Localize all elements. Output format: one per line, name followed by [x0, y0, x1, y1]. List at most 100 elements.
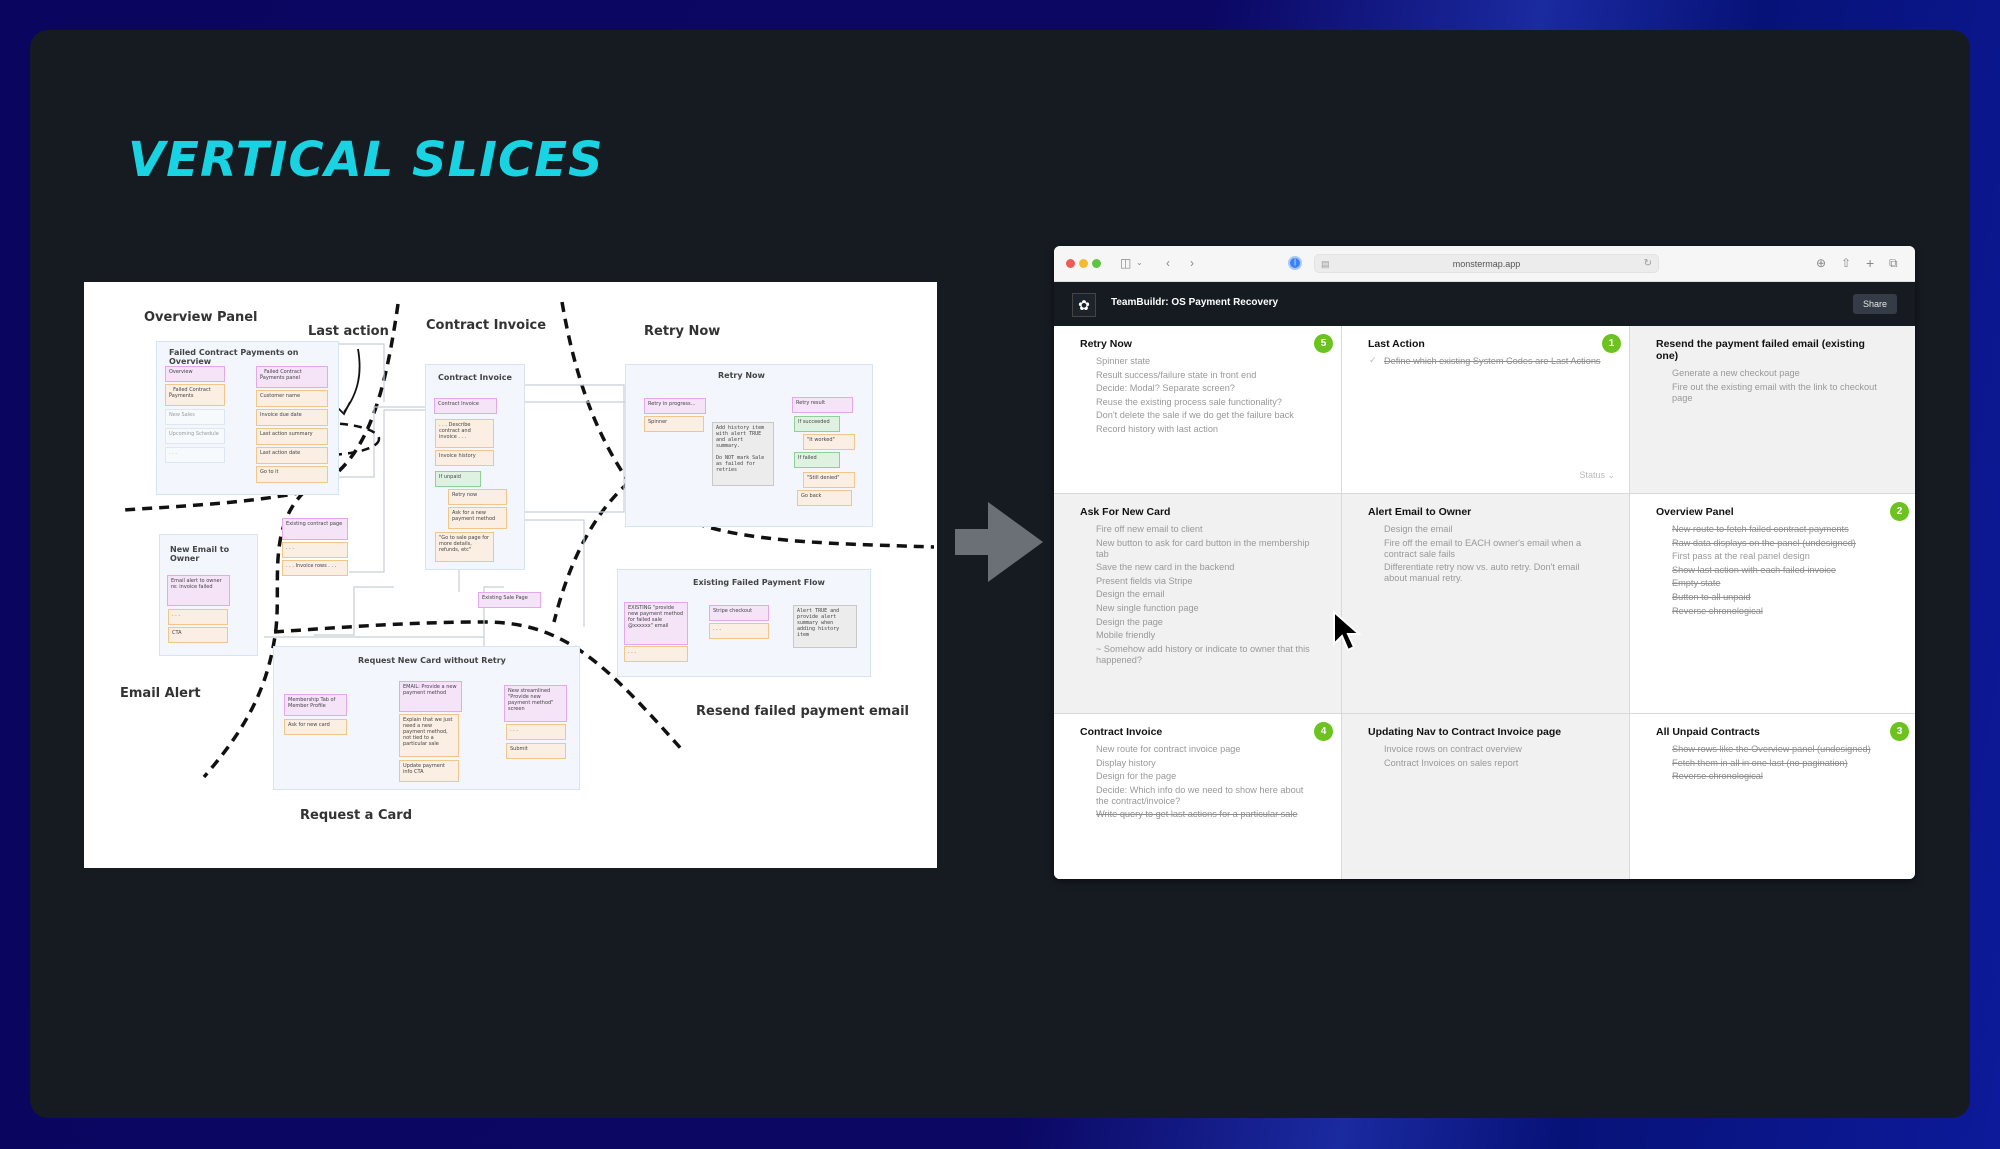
task-item[interactable]: Reverse chronological: [1672, 771, 1891, 782]
maximize-window-button[interactable]: [1092, 259, 1101, 268]
task-text: First pass at the real panel design: [1672, 551, 1810, 562]
download-icon[interactable]: ⊕: [1816, 256, 1827, 270]
share-icon[interactable]: ⇧: [1841, 256, 1852, 270]
task-item[interactable]: Reuse the existing process sale function…: [1096, 397, 1315, 408]
note: Existing Sale Page: [478, 592, 541, 608]
order-badge: 4: [1314, 722, 1333, 741]
task-text: Button to all unpaid: [1672, 591, 1751, 602]
task-item[interactable]: Empty state: [1672, 578, 1891, 589]
task-item[interactable]: Record history with last action: [1096, 424, 1315, 435]
task-text: Design the email: [1096, 589, 1165, 600]
task-item[interactable]: Design the email: [1096, 589, 1315, 600]
reload-icon[interactable]: ↻: [1643, 258, 1652, 269]
note: Overview: [165, 366, 225, 382]
task-item[interactable]: Design for the page: [1096, 771, 1315, 782]
address-bar[interactable]: ▤ monstermap.app ↻: [1314, 254, 1659, 273]
frame-title: Request New Card without Retry: [358, 656, 506, 665]
task-item[interactable]: Spinner state: [1096, 356, 1315, 367]
task-item[interactable]: ✓Define which existing System Codes are …: [1369, 355, 1603, 367]
task-item[interactable]: First pass at the real panel design: [1672, 551, 1891, 562]
order-badge: 1: [1602, 334, 1621, 353]
task-item[interactable]: Invoice rows on contract overview: [1384, 744, 1603, 755]
divider-resend: [552, 480, 631, 623]
task-text: Decide: Which info do we need to show he…: [1096, 784, 1304, 806]
task-item[interactable]: Present fields via Stripe: [1096, 576, 1315, 587]
task-item[interactable]: Mobile friendly: [1096, 630, 1315, 641]
card-title: Resend the payment failed email (existin…: [1656, 338, 1865, 362]
task-text: Show last action with each failed invoic…: [1672, 564, 1836, 575]
back-icon[interactable]: ‹: [1166, 256, 1170, 270]
task-text: Don't delete the sale if we do get the f…: [1096, 410, 1294, 421]
task-text: ~ Somehow add history or indicate to own…: [1096, 643, 1310, 665]
task-item[interactable]: Design the email: [1384, 524, 1603, 535]
task-item[interactable]: Show last action with each failed invoic…: [1672, 565, 1891, 576]
task-item[interactable]: Display history: [1096, 758, 1315, 769]
new-tab-icon[interactable]: +: [1866, 255, 1875, 271]
card-title: Ask For New Card: [1080, 506, 1171, 518]
task-item[interactable]: Raw data displays on the panel (undesign…: [1672, 538, 1891, 549]
task-item[interactable]: Contract Invoices on sales report: [1384, 758, 1603, 769]
chevron-down-icon: ⌄: [1604, 470, 1615, 480]
note: Go back: [797, 490, 852, 506]
task-item[interactable]: New route for contract invoice page: [1096, 744, 1315, 755]
note: _ Failed Contract Payments panel: [256, 366, 328, 388]
note: Last action summary: [256, 428, 328, 445]
sidebar-toggle-icon[interactable]: ◫: [1120, 256, 1132, 270]
task-text: Fire off new email to client: [1096, 524, 1203, 534]
task-item[interactable]: ~ Somehow add history or indicate to own…: [1096, 644, 1315, 666]
task-item[interactable]: Save the new card in the backend: [1096, 562, 1315, 573]
status-label: Status: [1579, 470, 1605, 480]
task-item[interactable]: Fetch them in all in one last (no pagina…: [1672, 758, 1891, 769]
arrow-right-icon: [955, 502, 1043, 582]
task-item[interactable]: Design the page: [1096, 617, 1315, 628]
note: Retry result: [792, 397, 853, 413]
note: Email alert to owner re: invoice failed: [167, 575, 230, 606]
task-item[interactable]: Reverse chronological: [1672, 606, 1891, 617]
task-item[interactable]: Show rows like the Overview panel (undes…: [1672, 744, 1891, 755]
task-item[interactable]: Result success/failure state in front en…: [1096, 370, 1315, 381]
note: Ask for a new payment method: [448, 507, 507, 529]
task-text: Empty state: [1672, 578, 1721, 589]
task-item[interactable]: Button to all unpaid: [1672, 592, 1891, 603]
task-item[interactable]: Don't delete the sale if we do get the f…: [1096, 410, 1315, 421]
page-icon: ▤: [1321, 259, 1330, 269]
slice-card[interactable]: Resend the payment failed email (existin…: [1630, 326, 1915, 493]
chevron-down-icon[interactable]: ⌄: [1136, 258, 1143, 267]
status-dropdown[interactable]: Status ⌄: [1579, 470, 1615, 481]
close-window-button[interactable]: [1066, 259, 1075, 268]
tab-overview-icon[interactable]: ⧉: [1889, 256, 1898, 270]
forward-icon[interactable]: ›: [1190, 256, 1194, 270]
minimize-window-button[interactable]: [1079, 259, 1088, 268]
mouse-cursor-icon: [1333, 610, 1362, 652]
note: If failed: [794, 452, 840, 468]
note: _ Failed Contract Payments: [165, 384, 225, 406]
task-item[interactable]: Decide: Modal? Separate screen?: [1096, 383, 1315, 394]
task-item[interactable]: Write query to get last actions for a pa…: [1096, 809, 1315, 820]
card-title: Last Action: [1368, 338, 1425, 350]
slice-card[interactable]: Last Action 1 ✓Define which existing Syste…: [1342, 326, 1629, 493]
password-manager-icon[interactable]: |: [1288, 256, 1302, 270]
note: Alert TRUE and provide alert summary whe…: [793, 605, 857, 648]
task-item[interactable]: Decide: Which info do we need to show he…: [1096, 785, 1315, 807]
task-item[interactable]: New route to fetch failed contract payme…: [1672, 524, 1891, 535]
share-button[interactable]: Share: [1852, 294, 1897, 314]
checkmark-icon[interactable]: ✓: [1369, 355, 1377, 365]
task-item[interactable]: Fire off new email to client: [1096, 524, 1315, 535]
order-badge: 3: [1890, 722, 1909, 741]
task-item[interactable]: Fire off the email to EACH owner's email…: [1384, 538, 1603, 560]
task-item[interactable]: Generate a new checkout page: [1672, 368, 1891, 379]
task-item[interactable]: New button to ask for card button in the…: [1096, 538, 1315, 560]
task-item[interactable]: Differentiate retry now vs. auto retry. …: [1384, 562, 1603, 584]
task-item[interactable]: Fire out the existing email with the lin…: [1672, 382, 1891, 404]
note: New Sales: [165, 409, 225, 425]
task-item[interactable]: New single function page: [1096, 603, 1315, 614]
